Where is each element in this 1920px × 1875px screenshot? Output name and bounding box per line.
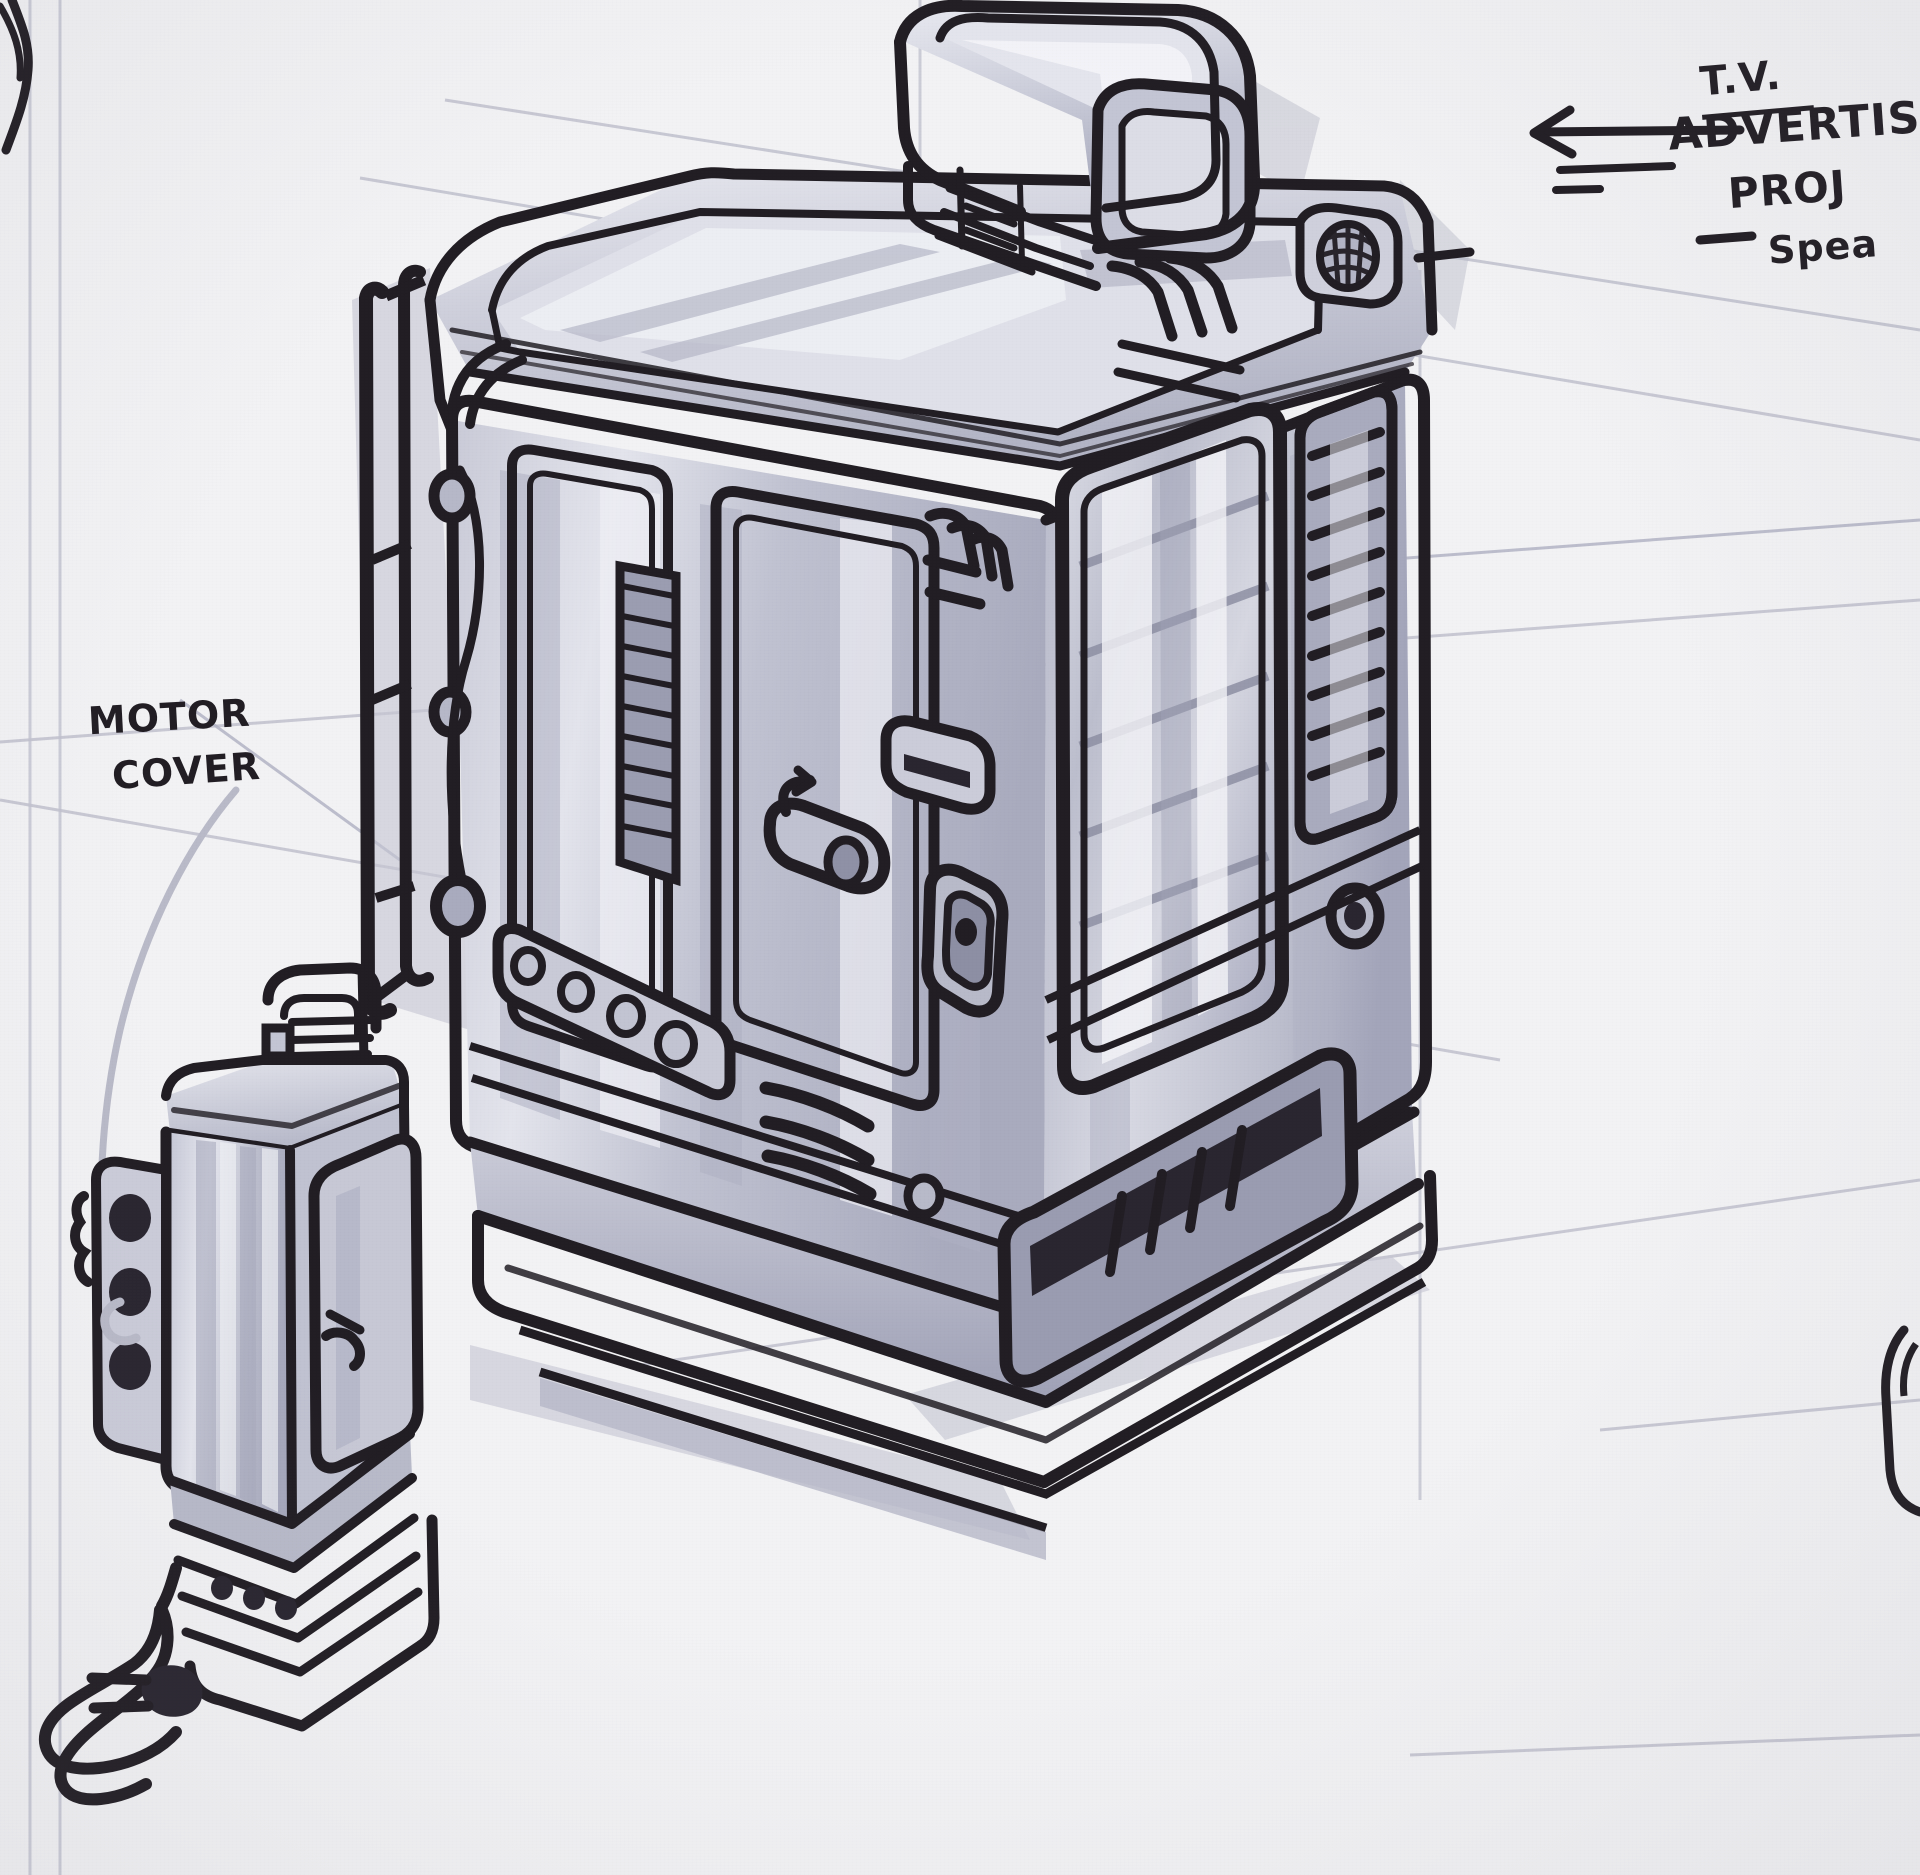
motor-cover-access-door: [308, 1133, 424, 1474]
left-door-panel: [446, 394, 1064, 1336]
door-handle: [763, 765, 891, 895]
annotation-speaker-label: Spea: [1766, 221, 1880, 273]
projector-head: [894, 0, 1261, 291]
corner-ribs-left: [447, 339, 527, 429]
callout-dash-speaker: [1413, 231, 1757, 263]
left-panel-vent: [615, 560, 681, 887]
motor-cover-base: [165, 1429, 440, 1732]
base-port: [903, 1173, 945, 1219]
coin-slot: [880, 715, 996, 815]
button-row: [492, 923, 736, 1101]
callout-arrow-tv: [1529, 105, 1745, 159]
right-upper-brackets: [922, 507, 1014, 610]
dispense-tray: [997, 1047, 1359, 1388]
speaker-grille: [1295, 203, 1403, 309]
motor-cover-top-handle: [261, 962, 382, 1061]
shoulder-ribs: [1106, 252, 1245, 403]
side-vent-louvers: [1294, 386, 1398, 845]
base-section: [464, 1047, 1438, 1560]
annotation-motor-label: MOTOR: [86, 690, 252, 744]
motor-cover-hook: [100, 1297, 141, 1346]
two-prong-plug: [86, 1665, 203, 1717]
top-cap-panel: [424, 167, 1438, 471]
annotation-projector-label: PROJ: [1726, 160, 1848, 219]
annotation-tv-label: T.V.: [1698, 52, 1784, 106]
callout-dash-advertising: [1552, 162, 1676, 194]
motor-cover-control-knobs: [70, 1156, 171, 1467]
lower-louvers: [759, 1081, 877, 1201]
keyhole-lock: [921, 863, 1009, 1018]
motor-cover-power-cord: [38, 1562, 203, 1806]
motor-cover-top-cap: [161, 1055, 409, 1154]
